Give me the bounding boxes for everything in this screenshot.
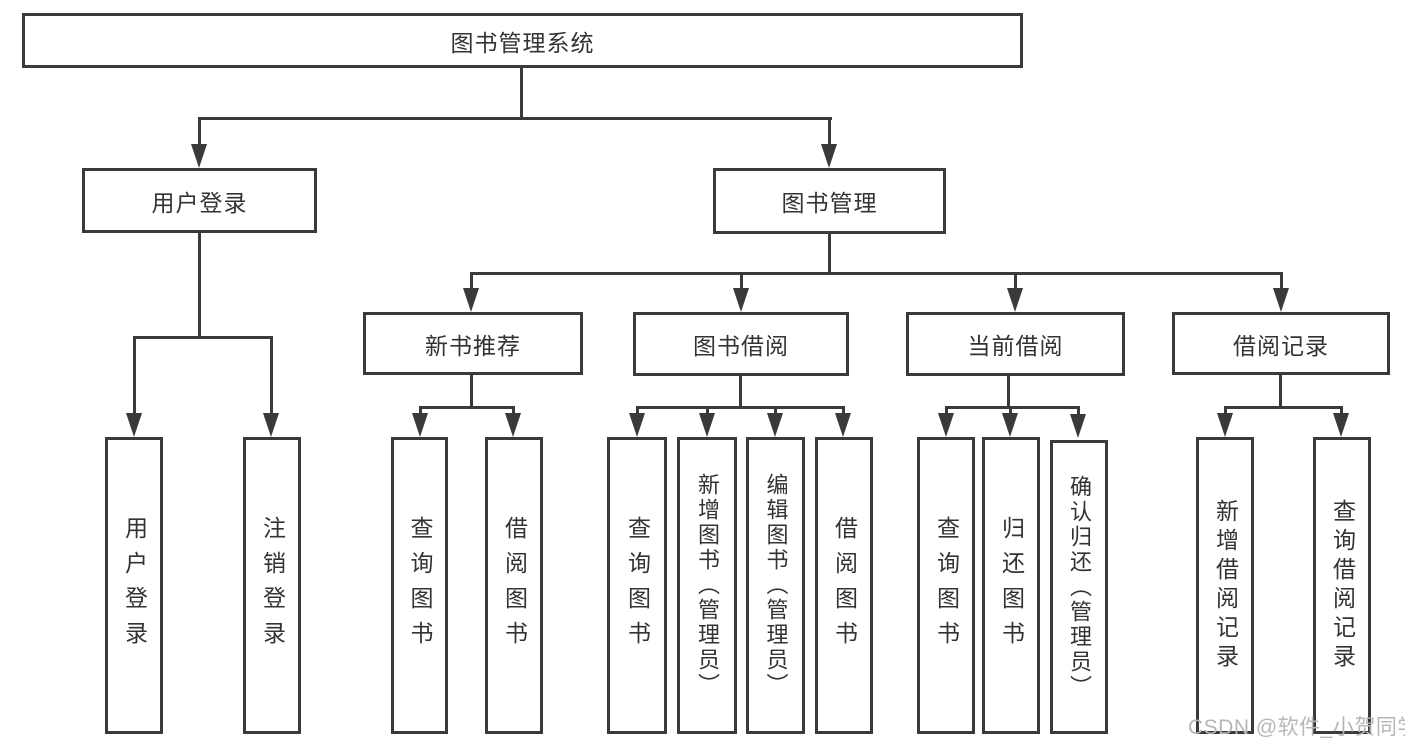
leaf-query-books-current: 查询图书 [917,437,975,734]
arrowhead-borrow-books-recommend [505,413,521,437]
leaf-borrow-books-label: 借阅图书 [831,515,858,656]
connector-borrow-records-drop [1279,374,1282,408]
csdn-watermark: CSDN @软件_小贺同学 [1188,716,1405,739]
connector-stub-borrow-books-recommend [512,406,515,416]
connector-stub-query-books-recommend [419,406,422,416]
connector-stub-query-books-current [945,406,948,416]
leaf-user-login-label: 用户登录 [121,515,148,656]
connector-stub-add-borrow-record [1224,406,1227,416]
node-borrow-records: 借阅记录 [1172,312,1390,375]
connector-borrow-records-rail [1224,406,1343,409]
arrowhead-current-borrow [1007,288,1023,312]
leaf-edit-book-admin: 编辑图书（管理员） [746,437,805,734]
node-new-book-recommend: 新书推荐 [363,312,583,375]
node-borrow-records-label: 借阅记录 [1233,332,1329,359]
connector-new-book-recommend-rail [419,406,515,409]
leaf-confirm-return-admin: 确认归还（管理员） [1050,440,1108,734]
leaf-query-books-recommend-label: 查询图书 [407,515,433,656]
leaf-add-borrow-record: 新增借阅记录 [1196,437,1254,734]
arrowhead-book-borrow [733,288,749,312]
connector-stub-leaf-user-login [133,336,136,415]
connector-current-borrow-rail [945,406,1079,409]
connector-new-book-recommend-drop [470,374,473,408]
connector-stub-borrow-books [842,406,845,416]
arrowhead-leaf-logout [263,413,279,437]
arrowhead-query-books-recommend [412,413,428,437]
leaf-borrow-books-recommend-label: 借阅图书 [501,515,528,656]
connector-stub-edit-book-admin [774,406,777,416]
node-book-borrow: 图书借阅 [633,312,849,376]
arrowhead-user-login [191,144,207,168]
connector-stub-confirm-return-admin [1077,406,1080,416]
node-new-book-recommend-label: 新书推荐 [425,332,521,359]
connector-stub-current-borrow [1014,272,1017,292]
connector-stub-query-books-borrow [636,406,639,416]
arrowhead-confirm-return-admin [1070,414,1086,438]
connector-stub-query-borrow-record [1340,406,1343,416]
leaf-add-book-admin: 新增图书（管理员） [677,437,737,734]
leaf-return-book: 归还图书 [982,437,1040,734]
leaf-query-borrow-record-label: 查询借阅记录 [1329,498,1356,673]
arrowhead-leaf-user-login [126,413,142,437]
arrowhead-borrow-records [1273,288,1289,312]
arrowhead-query-books-borrow [629,413,645,437]
arrowhead-borrow-books [835,413,851,437]
leaf-logout-label: 注销登录 [259,515,286,656]
connector-user-login-rail [133,336,273,339]
node-current-borrow-label: 当前借阅 [967,333,1064,359]
arrowhead-query-books-current [938,413,954,437]
leaf-user-login: 用户登录 [105,437,163,734]
arrowhead-return-book [1002,413,1018,437]
leaf-add-borrow-record-label: 新增借阅记录 [1212,498,1239,673]
leaf-query-borrow-record: 查询借阅记录 [1313,437,1371,734]
leaf-logout: 注销登录 [243,437,301,734]
node-user-login: 用户登录 [82,168,317,233]
node-root-label: 图书管理系统 [450,29,595,56]
connector-stub-book-management [828,117,831,146]
connector-root-drop [520,66,523,120]
connector-stub-book-borrow [740,272,743,292]
leaf-query-books-recommend: 查询图书 [391,437,448,734]
connector-stub-add-book-admin [706,406,709,416]
leaf-query-books-borrow-label: 查询图书 [624,515,651,656]
connector-stub-new-book-recommend [470,272,473,292]
leaf-query-books-current-label: 查询图书 [933,515,960,656]
node-book-management: 图书管理 [713,168,946,234]
connector-book-borrow-drop [739,375,742,408]
connector-stub-user-login [198,117,201,146]
connector-book-management-drop [828,232,831,274]
arrowhead-query-borrow-record [1333,413,1349,437]
arrowhead-new-book-recommend [463,288,479,312]
node-book-borrow-label: 图书借阅 [693,333,789,359]
arrowhead-add-book-admin [699,413,715,437]
leaf-confirm-return-admin-label: 确认归还（管理员） [1067,474,1092,700]
leaf-return-book-label: 归还图书 [998,515,1025,656]
node-book-management-label: 图书管理 [781,190,878,216]
leaf-query-books-borrow: 查询图书 [607,437,667,734]
node-root: 图书管理系统 [22,13,1023,68]
connector-level2-rail [198,117,832,120]
arrowhead-edit-book-admin [767,413,783,437]
connector-stub-leaf-logout [270,336,273,415]
leaf-borrow-books: 借阅图书 [815,437,873,734]
arrowhead-add-borrow-record [1217,413,1233,437]
leaf-edit-book-admin-label: 编辑图书（管理员） [763,473,789,698]
connector-stub-return-book [1009,406,1012,416]
arrowhead-book-management [821,144,837,168]
node-user-login-label: 用户登录 [151,189,248,216]
connector-current-borrow-drop [1007,375,1010,408]
connector-level3-rail [470,272,1283,275]
connector-book-borrow-rail [636,406,845,409]
node-current-borrow: 当前借阅 [906,312,1125,376]
leaf-add-book-admin-label: 新增图书（管理员） [695,473,720,698]
connector-user-login-drop [198,231,201,338]
leaf-borrow-books-recommend: 借阅图书 [485,437,543,734]
connector-stub-borrow-records [1280,272,1283,292]
